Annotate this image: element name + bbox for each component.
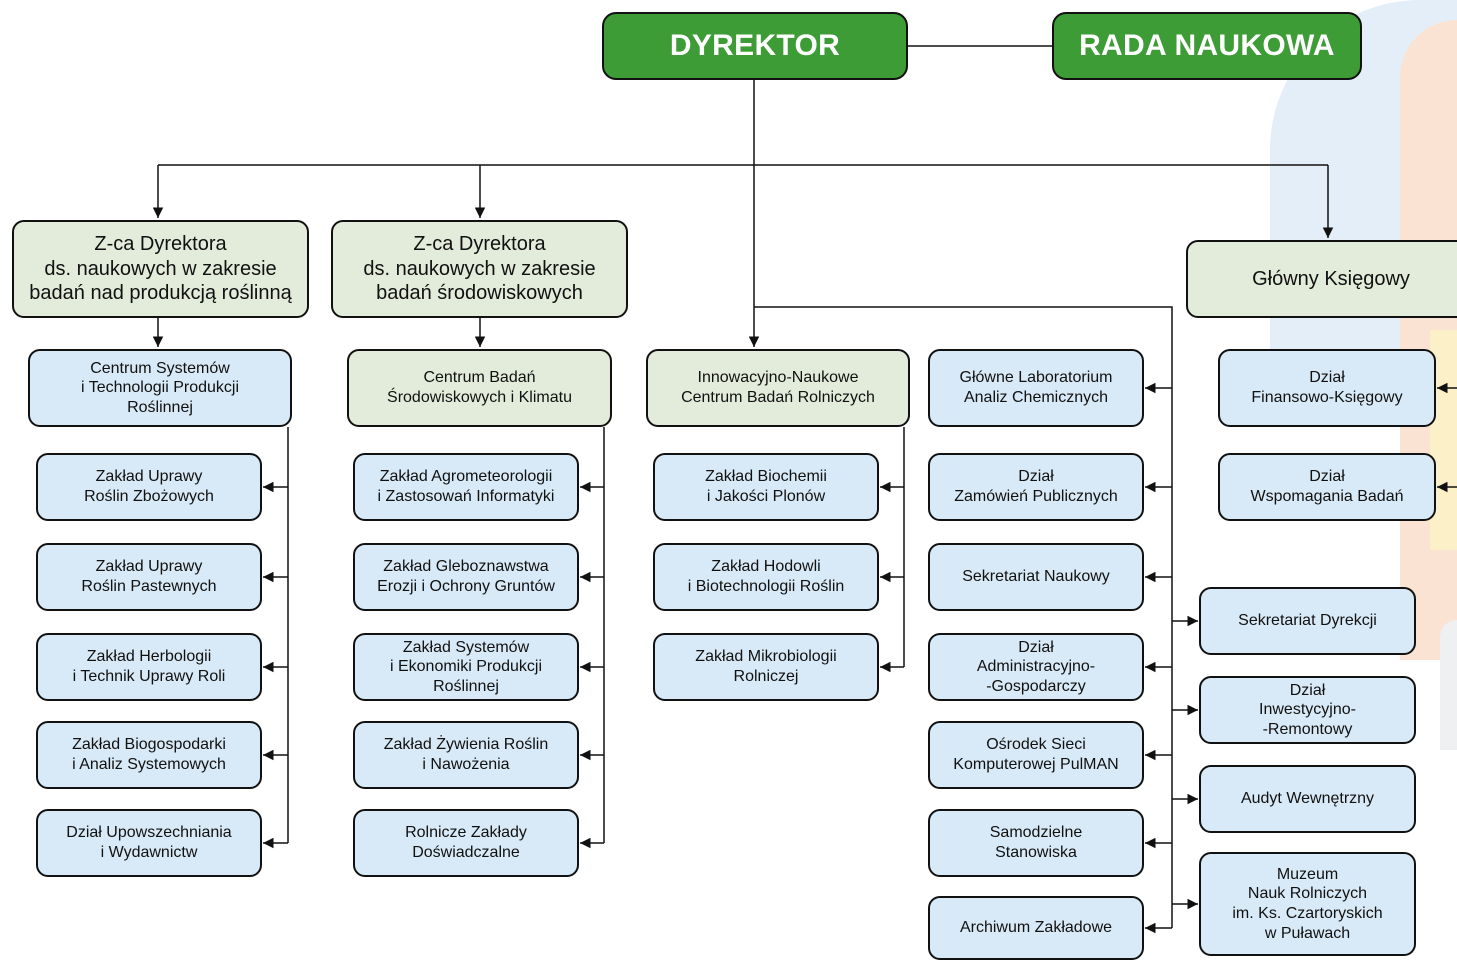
unit-box[interactable]: Archiwum Zakładowe: [928, 896, 1144, 960]
unit-box[interactable]: Dział Administracyjno- -Gospodarczy: [928, 633, 1144, 701]
center-environment-climate-box[interactable]: Centrum Badań Środowiskowych i Klimatu: [347, 349, 612, 427]
unit-box[interactable]: Zakład Gleboznawstwa Erozji i Ochrony Gr…: [353, 543, 579, 611]
unit-box[interactable]: Ośrodek Sieci Komputerowej PulMAN: [928, 721, 1144, 789]
unit-box[interactable]: Dział Wspomagania Badań: [1218, 453, 1436, 521]
unit-box[interactable]: Zakład Herbologii i Technik Uprawy Roli: [36, 633, 262, 701]
unit-box[interactable]: Zakład Uprawy Roślin Zbożowych: [36, 453, 262, 521]
deputy-environment-box[interactable]: Z-ca Dyrektora ds. naukowych w zakresie …: [331, 220, 628, 318]
center-innovation-box[interactable]: Innowacyjno-Naukowe Centrum Badań Rolnic…: [646, 349, 910, 427]
chief-accountant-box[interactable]: Główny Księgowy: [1186, 240, 1457, 318]
unit-box[interactable]: Dział Zamówień Publicznych: [928, 453, 1144, 521]
unit-box[interactable]: Sekretariat Naukowy: [928, 543, 1144, 611]
background-logo-grey-block: [1440, 620, 1457, 750]
center-plant-systems-box[interactable]: Centrum Systemów i Technologii Produkcji…: [28, 349, 292, 427]
unit-box[interactable]: Dział Finansowo-Księgowy: [1218, 349, 1436, 427]
unit-box[interactable]: Muzeum Nauk Rolniczych im. Ks. Czartorys…: [1199, 852, 1416, 956]
unit-box[interactable]: Samodzielne Stanowiska: [928, 809, 1144, 877]
scientific-council-box[interactable]: RADA NAUKOWA: [1052, 12, 1362, 80]
unit-box[interactable]: Zakład Uprawy Roślin Pastewnych: [36, 543, 262, 611]
unit-box[interactable]: Dział Upowszechniania i Wydawnictw: [36, 809, 262, 877]
staff-bus: [754, 306, 1173, 928]
unit-box[interactable]: Zakład Systemów i Ekonomiki Produkcji Ro…: [353, 633, 579, 701]
unit-box[interactable]: Zakład Mikrobiologii Rolniczej: [653, 633, 879, 701]
unit-box[interactable]: Zakład Biogospodarki i Analiz Systemowyc…: [36, 721, 262, 789]
unit-box[interactable]: Główne Laboratorium Analiz Chemicznych: [928, 349, 1144, 427]
unit-box[interactable]: Zakład Żywienia Roślin i Nawożenia: [353, 721, 579, 789]
unit-box[interactable]: Audyt Wewnętrzny: [1199, 765, 1416, 833]
unit-box[interactable]: Rolnicze Zakłady Doświadczalne: [353, 809, 579, 877]
unit-box[interactable]: Dział Inwestycyjno- -Remontowy: [1199, 676, 1416, 744]
director-box[interactable]: DYREKTOR: [602, 12, 908, 80]
deputy-plant-production-box[interactable]: Z-ca Dyrektora ds. naukowych w zakresie …: [12, 220, 309, 318]
unit-box[interactable]: Sekretariat Dyrekcji: [1199, 587, 1416, 655]
unit-box[interactable]: Zakład Agrometeorologii i Zastosowań Inf…: [353, 453, 579, 521]
unit-box[interactable]: Zakład Hodowli i Biotechnologii Roślin: [653, 543, 879, 611]
unit-box[interactable]: Zakład Biochemii i Jakości Plonów: [653, 453, 879, 521]
